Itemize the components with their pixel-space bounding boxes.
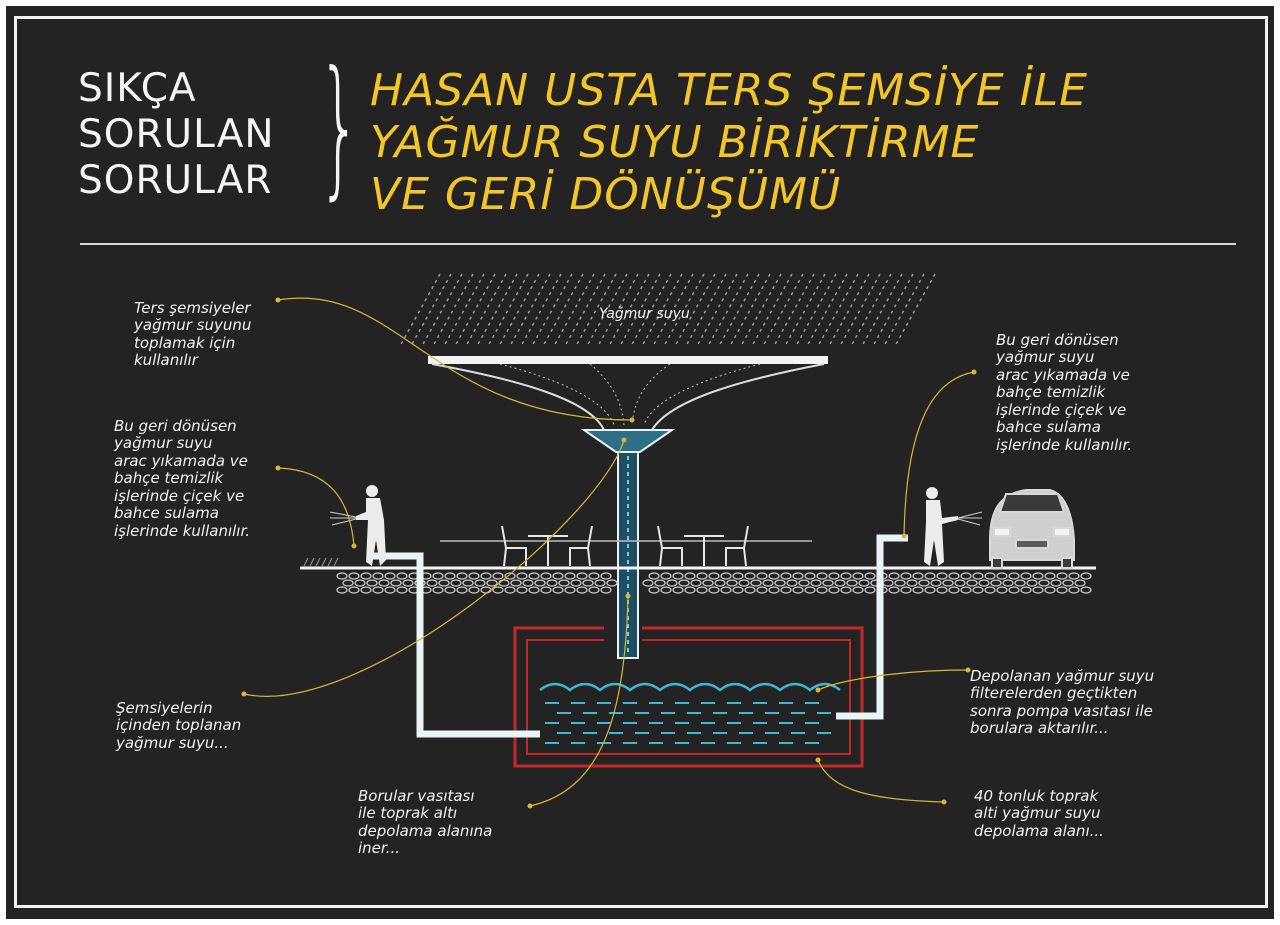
rain-label: Yağmur suyu xyxy=(599,306,690,322)
umbrella-flow-1 xyxy=(499,363,615,426)
leader-tank xyxy=(817,759,945,803)
curly-brace: } xyxy=(318,40,361,214)
umbrella-flow-3 xyxy=(589,363,625,426)
flower-bed-left xyxy=(303,557,339,567)
storage-tank-outer xyxy=(513,626,864,768)
umbrella-rib-right xyxy=(651,363,825,431)
title-line-1: HASAN USTA TERS ŞEMSİYE İLE xyxy=(370,65,1088,116)
leader-reuse-left xyxy=(277,467,355,547)
right-supply-pipe xyxy=(836,534,908,720)
car-front xyxy=(989,489,1075,569)
leader-reuse-right xyxy=(903,371,975,537)
gravel-layer xyxy=(336,572,1092,594)
water-spray-left xyxy=(329,511,357,526)
collection-funnel xyxy=(580,429,676,453)
tank-water xyxy=(539,682,841,744)
title-line-2: YAĞMUR SUYU BİRİKTİRME xyxy=(370,117,980,168)
umbrella-top xyxy=(428,356,828,364)
title-line-3: VE GERİ DÖNÜŞÜMÜ xyxy=(370,169,842,220)
leader-umbrella xyxy=(277,297,633,421)
faq-line-2: SORULAN xyxy=(78,112,275,157)
car-washer-figure xyxy=(924,487,958,566)
umbrella-rib-left xyxy=(431,363,605,431)
faq-line-1: SIKÇA xyxy=(78,66,197,111)
umbrella-flow-2 xyxy=(643,363,761,426)
storage-tank-inner xyxy=(526,639,851,755)
leader-dots xyxy=(241,297,977,809)
gardener-figure-left xyxy=(356,485,386,566)
water-spray-right xyxy=(957,511,983,526)
leader-pipes-down xyxy=(529,595,629,807)
cafe-furniture-right xyxy=(657,525,749,567)
faq-line-3: SORULAR xyxy=(78,158,273,203)
leader-stored xyxy=(817,669,969,691)
left-supply-pipe xyxy=(370,552,540,738)
cafe-furniture-left xyxy=(501,525,593,567)
leader-lines xyxy=(243,297,975,807)
leader-collected xyxy=(243,439,625,697)
